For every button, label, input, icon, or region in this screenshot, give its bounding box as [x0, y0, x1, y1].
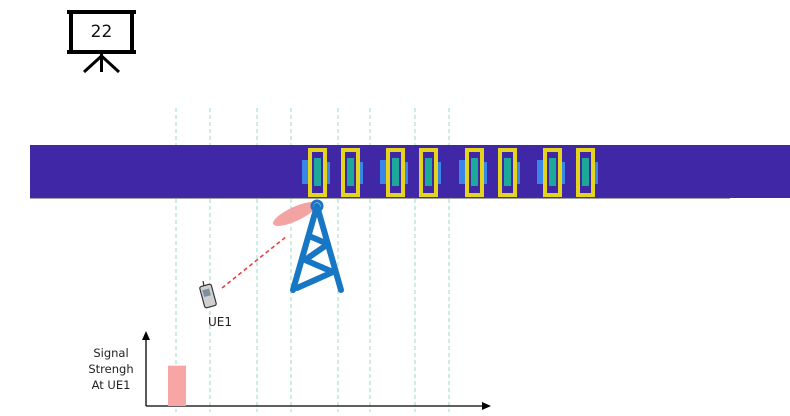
antenna-core: [392, 158, 399, 186]
antenna-frame: [576, 148, 595, 197]
antenna-frame: [386, 148, 405, 197]
antenna-core: [504, 158, 511, 186]
antenna-core: [471, 158, 478, 186]
antenna-frame: [341, 148, 360, 197]
chart-axes: [142, 331, 491, 410]
mobile-phone-icon: [199, 280, 217, 309]
cell-tower-icon: [290, 199, 344, 293]
antenna-core: [582, 158, 589, 186]
y-axis-label: Signal Strengh At UE1: [80, 345, 142, 393]
ue-label: UE1: [208, 315, 232, 329]
slide-number: 22: [90, 22, 113, 42]
y-axis-label-line-1: Signal: [93, 346, 129, 360]
antenna-side-element: [537, 160, 545, 184]
y-axis-label-line-2: Strengh: [88, 362, 134, 376]
antenna-core: [314, 158, 321, 186]
antenna-core: [549, 158, 556, 186]
signal-strength-bar: [168, 365, 186, 406]
presentation-board-icon: [67, 10, 136, 74]
antenna-frame: [465, 148, 484, 197]
antenna-side-element: [380, 160, 388, 184]
antenna-array: [302, 148, 598, 197]
antenna-frame: [498, 148, 517, 197]
antenna-side-element: [302, 160, 310, 184]
track-band: [30, 145, 790, 198]
antenna-frame: [308, 148, 327, 197]
y-axis-label-line-3: At UE1: [91, 378, 131, 392]
antenna-frame: [543, 148, 562, 197]
link-line: [221, 235, 288, 289]
antenna-core: [347, 158, 354, 186]
antenna-core: [425, 158, 432, 186]
antenna-side-element: [459, 160, 467, 184]
antenna-frame: [419, 148, 438, 197]
beam-ellipse: [273, 202, 317, 226]
